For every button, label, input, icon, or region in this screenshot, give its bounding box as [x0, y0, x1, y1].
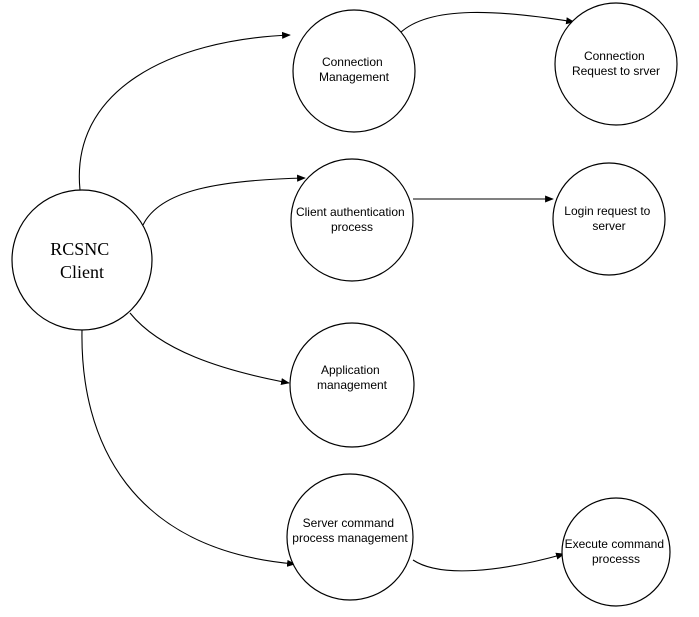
node-server-command: Server command process management: [286, 473, 414, 601]
node-label-line: Connection Request to srver: [572, 49, 660, 78]
node-label-line: Connection Management: [319, 55, 390, 84]
node-label-line: RCSNC Client: [50, 239, 114, 282]
node-label-line: Application management: [317, 363, 388, 392]
node-login-request: Login request to server: [552, 162, 666, 276]
edge-client-to-connection-management: [78, 31, 291, 191]
node-connection-request: Connection Request to srver: [554, 2, 678, 126]
node-client-authentication: Client authentication process: [290, 158, 414, 282]
edge-client-to-application-management: [129, 312, 290, 385]
node-execute-command: Execute command processs: [561, 497, 671, 607]
node-rcsnc-client: RCSNC Client: [11, 189, 153, 331]
node-label-line: Login request to server: [564, 204, 653, 233]
node-application-management: Application management: [289, 322, 415, 448]
node-label-line: Client authentication process: [296, 205, 408, 234]
node-label-line: Server command process management: [292, 516, 408, 545]
node-connection-management: Connection Management: [292, 9, 416, 133]
node-label-line: Execute command processs: [565, 537, 668, 566]
edge-server-command-to-execute-command: [412, 552, 565, 572]
edge-client-to-server-command: [81, 329, 296, 567]
edge-connection-management-to-connection-request: [399, 11, 575, 34]
edge-client-to-client-auth: [142, 174, 306, 226]
